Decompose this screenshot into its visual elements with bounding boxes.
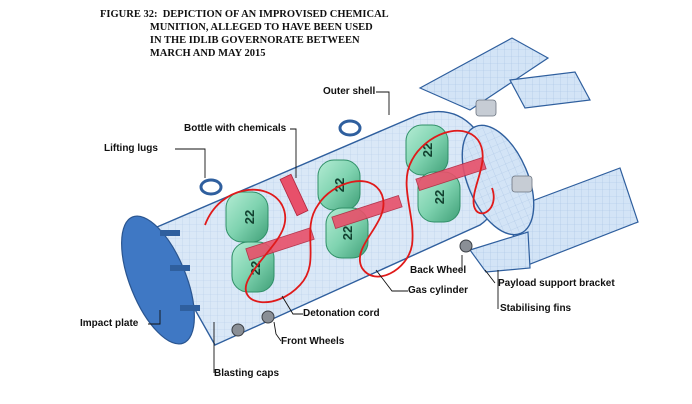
label-bottle-with-chemicals: Bottle with chemicals [184,123,287,134]
label-outer-shell: Outer shell [323,86,376,97]
gas-cylinder: 22 [405,124,449,176]
cylinder-marking: 22 [242,210,257,224]
label-impact-plate: Impact plate [80,318,139,329]
fin-upper [418,37,550,111]
front-wheel [261,310,275,324]
blasting-cap [170,265,190,271]
fin-bottom [469,231,531,273]
label-stabilising-fins: Stabilising fins [500,303,572,314]
cylinder-marking: 22 [420,143,435,157]
label-front-wheels: Front Wheels [281,336,345,347]
fin-upper-small [509,71,591,109]
payload-support-brackets [475,99,533,193]
chemical-bottle [279,173,309,217]
lifting-lugs [199,119,362,196]
gas-cylinder: 22 [225,191,269,243]
stabilising-fins [418,37,639,273]
label-lifting-lugs: Lifting lugs [104,143,158,154]
chemical-bottles [245,156,487,261]
label-detonation-cord: Detonation cord [303,308,380,319]
cylinder-marking: 22 [340,226,355,240]
cylinder-marking: 22 [432,190,447,204]
blasting-cap [160,230,180,236]
blasting-cap [180,305,200,311]
lifting-lug-rear [338,119,362,137]
figure-title: FIGURE 32: DEPICTION OF AN IMPROVISED CH… [100,9,389,59]
detonation-cord [204,129,495,304]
label-payload-support-bracket: Payload support bracket [498,278,615,289]
back-wheel [459,239,473,253]
gas-cylinder: 22 [317,159,361,211]
front-wheel [231,323,245,337]
lifting-lug-front [199,178,223,196]
back-wheels [459,239,473,253]
front-wheels [231,310,275,337]
leader-lines [148,91,499,373]
label-back-wheel: Back Wheel [410,265,467,276]
chemical-bottle [415,156,487,192]
label-gas-cylinder: Gas cylinder [408,285,469,296]
label-blasting-caps: Blasting caps [214,368,280,379]
chemical-bottle [331,194,403,230]
blasting-caps [160,230,200,311]
